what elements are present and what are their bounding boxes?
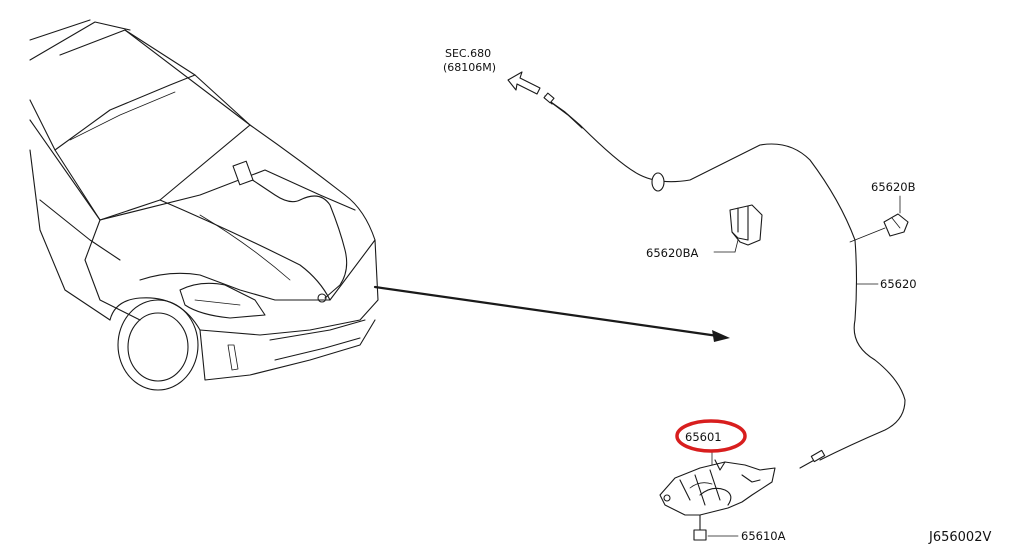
callout-65620: 65620 — [880, 277, 917, 291]
hood-release-cable — [543, 92, 906, 469]
callout-65620b: 65620B — [871, 180, 916, 194]
diagram-code: J656002V — [928, 530, 991, 545]
callout-65610a: 65610A — [741, 529, 786, 543]
direction-arrow — [373, 285, 730, 342]
callout-65620ba: 65620BA — [646, 246, 698, 260]
highlight-ring-65601 — [675, 419, 747, 453]
callout-sec-ref: SEC.680 — [445, 47, 491, 60]
sec-arrow — [507, 71, 541, 95]
clip-65620b — [849, 195, 909, 243]
clip-65620ba — [713, 204, 763, 253]
hood-lock-assembly — [659, 449, 776, 541]
callout-65601: 65601 — [685, 430, 722, 444]
car-illustration — [29, 19, 379, 391]
callout-sec-ref-part: (68106M) — [443, 61, 496, 74]
